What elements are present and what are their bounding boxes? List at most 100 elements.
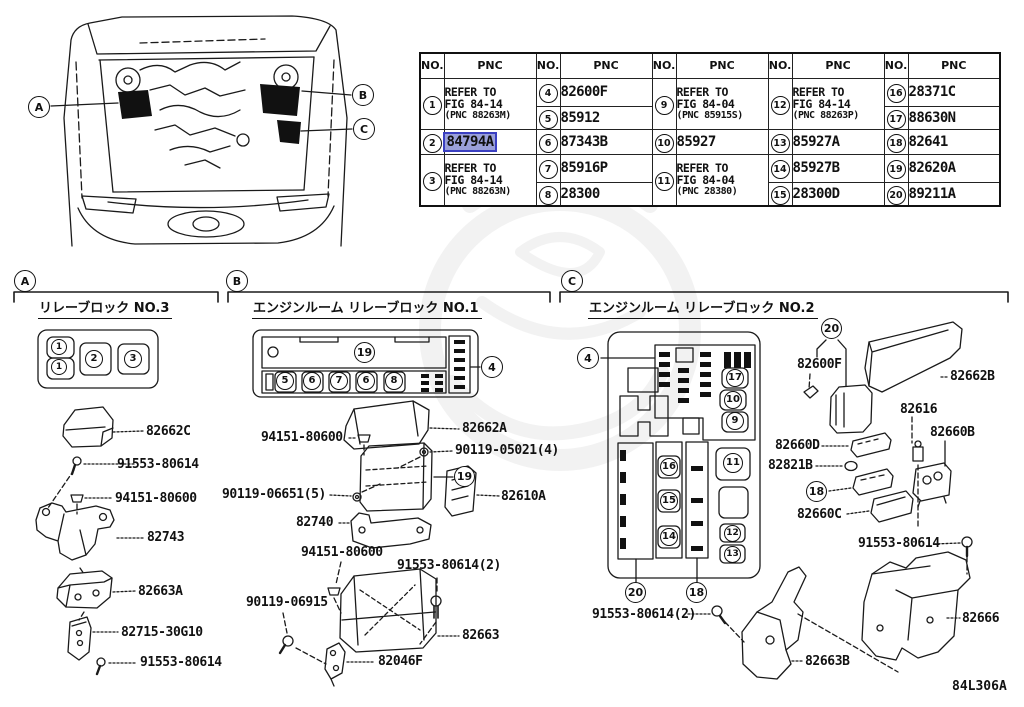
table-no-4: 4 [535,77,561,107]
part-drawing-82662C [62,406,144,448]
col-header-no: NO. [767,52,793,79]
part-drawing-82663 [339,568,460,653]
part-drawing-82662B [864,321,963,393]
slot-callout-6: 6 [303,372,321,390]
col-header-pnc: PNC [443,52,537,79]
table-pnc-4[interactable]: 82600F [559,77,653,107]
table-no-6: 6 [535,128,561,155]
slot-callout-3: 3 [124,350,142,368]
table-no-7: 7 [535,153,561,183]
table-pnc-2-selected[interactable]: 84794A [443,128,537,155]
table-pnc-15[interactable]: 28300D [791,181,885,207]
part-drawing-relay-box-c [829,384,873,434]
engine-callout-c: C [353,118,375,140]
table-no-2: 2 [419,128,445,155]
engine-callout-a: A [28,96,50,118]
part-label-82666: 82666 [962,611,1000,626]
table-pnc-19[interactable]: 82620A [907,153,1001,183]
col-header-no: NO. [883,52,909,79]
callout-20-bracket-lines [803,339,847,399]
part-drawing-82743 [35,502,145,575]
col-header-no: NO. [419,52,445,79]
table-no-15: 15 [767,181,793,207]
part-label-90119-05021: 90119-05021(4) [455,443,559,458]
col-header-pnc: PNC [907,52,1001,79]
table-no-14: 14 [767,153,793,183]
part-label-82616: 82616 [900,402,938,417]
table-no-18: 18 [883,128,909,155]
table-no-3: 3 [419,153,445,207]
slot-callout-9: 9 [726,412,744,430]
part-drawing-82660C [846,490,914,523]
section-a-badge: A [14,270,36,292]
table-no-16: 16 [883,77,909,107]
part-label-91553-80614-2: 91553-80614(2) [592,607,696,622]
part-drawing-82660B [912,440,952,508]
section-a-title: リレーブロック NO.3 [38,302,173,319]
slot-callout-16: 16 [660,458,678,476]
part-drawing-82663B [741,566,899,680]
part-drawing-nut-b2 [327,561,342,614]
table-pnc-5[interactable]: 85912 [559,105,653,130]
part-drawing-82660D [821,432,892,458]
part-label-91553-80614: 91553-80614 [858,536,940,551]
table-no-8: 8 [535,181,561,207]
section-c-title: エンジンルーム リレーブロック NO.2 [588,302,818,319]
part-label-94151-80600: 94151-80600 [301,545,383,560]
table-no-10: 10 [651,128,677,155]
callout-18: 18 [806,481,827,502]
table-no-19: 19 [883,153,909,183]
callout-19: 19 [454,466,475,487]
section-brackets [13,291,1009,303]
part-label-82662B: 82662B [950,369,995,384]
part-label-82715-30G10: 82715-30G10 [121,625,203,640]
part-drawing-82046F [324,642,376,687]
callout-20: 20 [625,582,646,603]
part-label-90119-06651: 90119-06651(5) [222,487,326,502]
part-label-82740: 82740 [296,515,334,530]
part-label-91553-80614-2: 91553-80614(2) [397,558,501,573]
table-pnc-8[interactable]: 28300 [559,181,653,207]
col-header-pnc: PNC [675,52,769,79]
table-pnc-16[interactable]: 28371C [907,77,1001,107]
part-drawing-82740 [338,512,432,549]
table-no-11: 11 [651,153,677,207]
table-pnc-7[interactable]: 85916P [559,153,653,183]
slot-callout-15: 15 [660,492,678,510]
table-pnc-20[interactable]: 89211A [907,181,1001,207]
col-header-pnc: PNC [791,52,885,79]
part-label-82660D: 82660D [775,438,820,453]
pnc-table: NO. PNC NO. PNC NO. PNC NO. PNC NO. PNC … [419,52,1001,207]
table-pnc-10[interactable]: 85927 [675,128,769,155]
table-pnc-17[interactable]: 88630N [907,105,1001,130]
part-label-82821B: 82821B [768,458,813,473]
table-pnc-6[interactable]: 87343B [559,128,653,155]
part-drawing-82663A [56,570,136,621]
part-drawing-82616 [911,416,924,529]
table-pnc-14[interactable]: 85927B [791,153,885,183]
engine-callout-b: B [352,84,374,106]
part-drawing-strip-18 [828,468,894,496]
callout-4: 4 [481,356,503,378]
part-label-82663: 82663 [462,628,500,643]
slot-callout-6: 6 [357,372,375,390]
section-c-badge: C [561,270,583,292]
engine-bay-figure [50,15,353,247]
table-pnc-18[interactable]: 82641 [907,128,1001,155]
part-label-82743: 82743 [147,530,185,545]
part-label-82663A: 82663A [138,584,183,599]
part-drawing-screw-top [47,456,136,509]
part-drawing-82666 [861,551,971,661]
part-label-82662C: 82662C [146,424,191,439]
figure-code: 84L306A [952,679,1007,694]
part-drawing-screw-bottom-a [95,657,138,676]
table-pnc-13[interactable]: 85927A [791,128,885,155]
slot-callout-10: 10 [724,391,742,409]
